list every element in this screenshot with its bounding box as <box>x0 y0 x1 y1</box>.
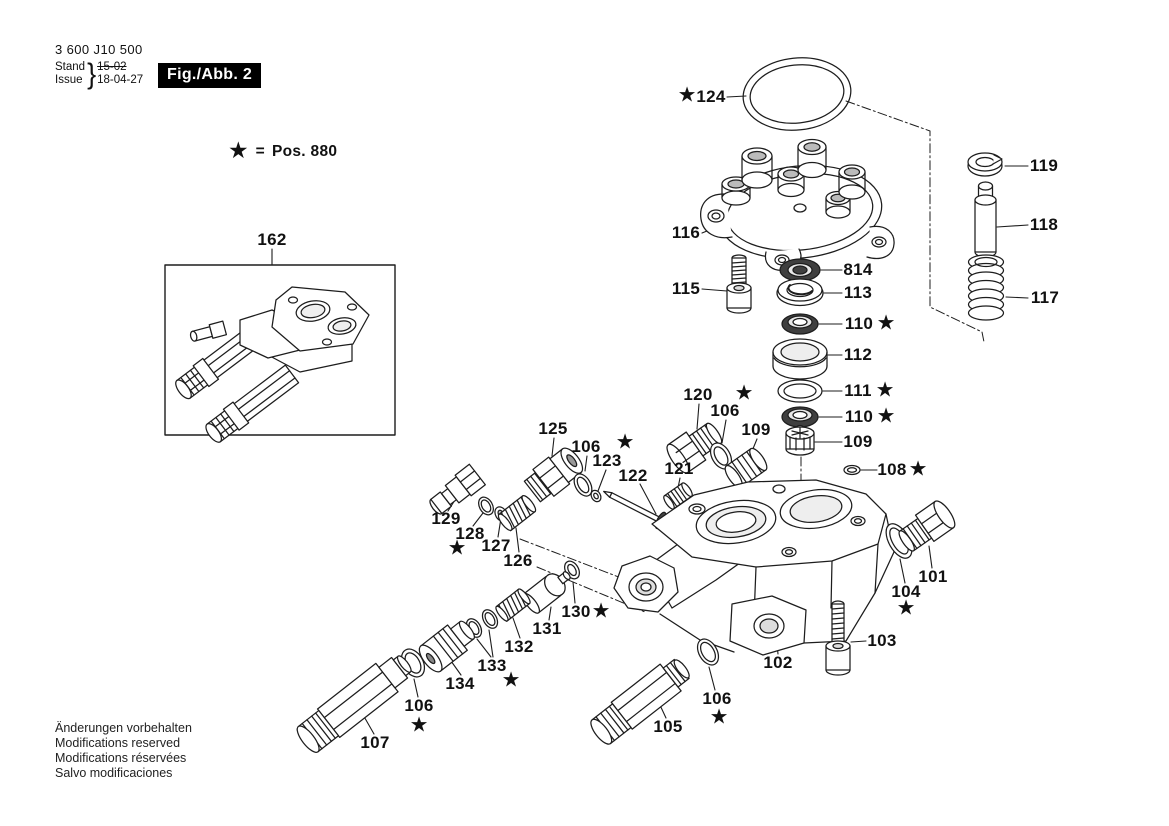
assembly-162-art <box>164 264 396 443</box>
retainer-119-art <box>967 152 1003 177</box>
stub-121-art <box>663 482 693 510</box>
screw-115-art <box>726 254 752 314</box>
ring-113-art <box>776 278 824 307</box>
disclaimer-line: Modifications reserved <box>55 736 181 750</box>
spring-132-art <box>495 588 531 622</box>
fitting-125-art <box>523 447 584 503</box>
spring-117-art <box>967 254 1005 321</box>
stand-label: Stand <box>55 61 86 73</box>
revision-block: Stand Issue } 15-02 18-04-27 <box>55 57 144 90</box>
plunger-131-art <box>522 571 571 614</box>
valve-109b-art <box>724 447 768 489</box>
seal-110b-art <box>781 406 819 428</box>
screw-103-art <box>825 600 851 676</box>
o-ring-124-art <box>742 57 852 131</box>
disclaimer-block: Änderungen vorbehalten Modifications res… <box>55 721 192 781</box>
o-ring-111-art <box>777 379 823 403</box>
spring-126-art <box>497 494 537 532</box>
issue-label: Issue <box>55 74 83 86</box>
barb-129-art <box>429 463 486 515</box>
valve-109a-art <box>785 424 815 456</box>
o-ring-106d-art <box>696 638 720 666</box>
plug-101-art <box>898 500 956 552</box>
gland-112-art <box>772 338 828 380</box>
part-number: 3 600 J10 500 <box>55 42 143 57</box>
o-ring-106b-art <box>573 473 593 497</box>
star-icon: ★ <box>228 138 249 164</box>
stand-value: 15-02 <box>97 61 127 73</box>
piston-134-art <box>418 620 476 673</box>
issue-value: 18-04-27 <box>97 74 144 86</box>
cover-116-art <box>700 138 895 271</box>
revision-brace: } <box>87 57 97 90</box>
pump-body-102-art <box>613 479 895 656</box>
leader-lines <box>271 95 1029 735</box>
legend-text: Pos. 880 <box>271 142 338 160</box>
figure-label: Fig./Abb. 2 <box>158 63 262 88</box>
seal-814-art <box>779 258 821 282</box>
o-ring-106a-art <box>709 442 733 470</box>
disclaimer-line: Salvo modificaciones <box>55 766 173 780</box>
pin-118-art <box>974 181 997 258</box>
ring-133b-art <box>481 609 499 629</box>
cover-bosses <box>721 138 866 219</box>
o-ring-108-art <box>843 464 861 476</box>
tube-105-art <box>590 658 690 745</box>
o-ring-128-art <box>478 496 494 516</box>
title-block: 3 600 J10 500 Stand Issue } 15-02 18-04-… <box>55 42 144 90</box>
ring-123-art <box>590 489 602 503</box>
disclaimer-line: Modifications réservées <box>55 751 187 765</box>
seal-110a-art <box>781 313 819 335</box>
legend-equals: = <box>255 142 265 160</box>
disclaimer-line: Änderungen vorbehalten <box>55 721 192 735</box>
star-legend: ★ = Pos. 880 <box>228 140 337 163</box>
tube-107-art <box>296 655 412 753</box>
